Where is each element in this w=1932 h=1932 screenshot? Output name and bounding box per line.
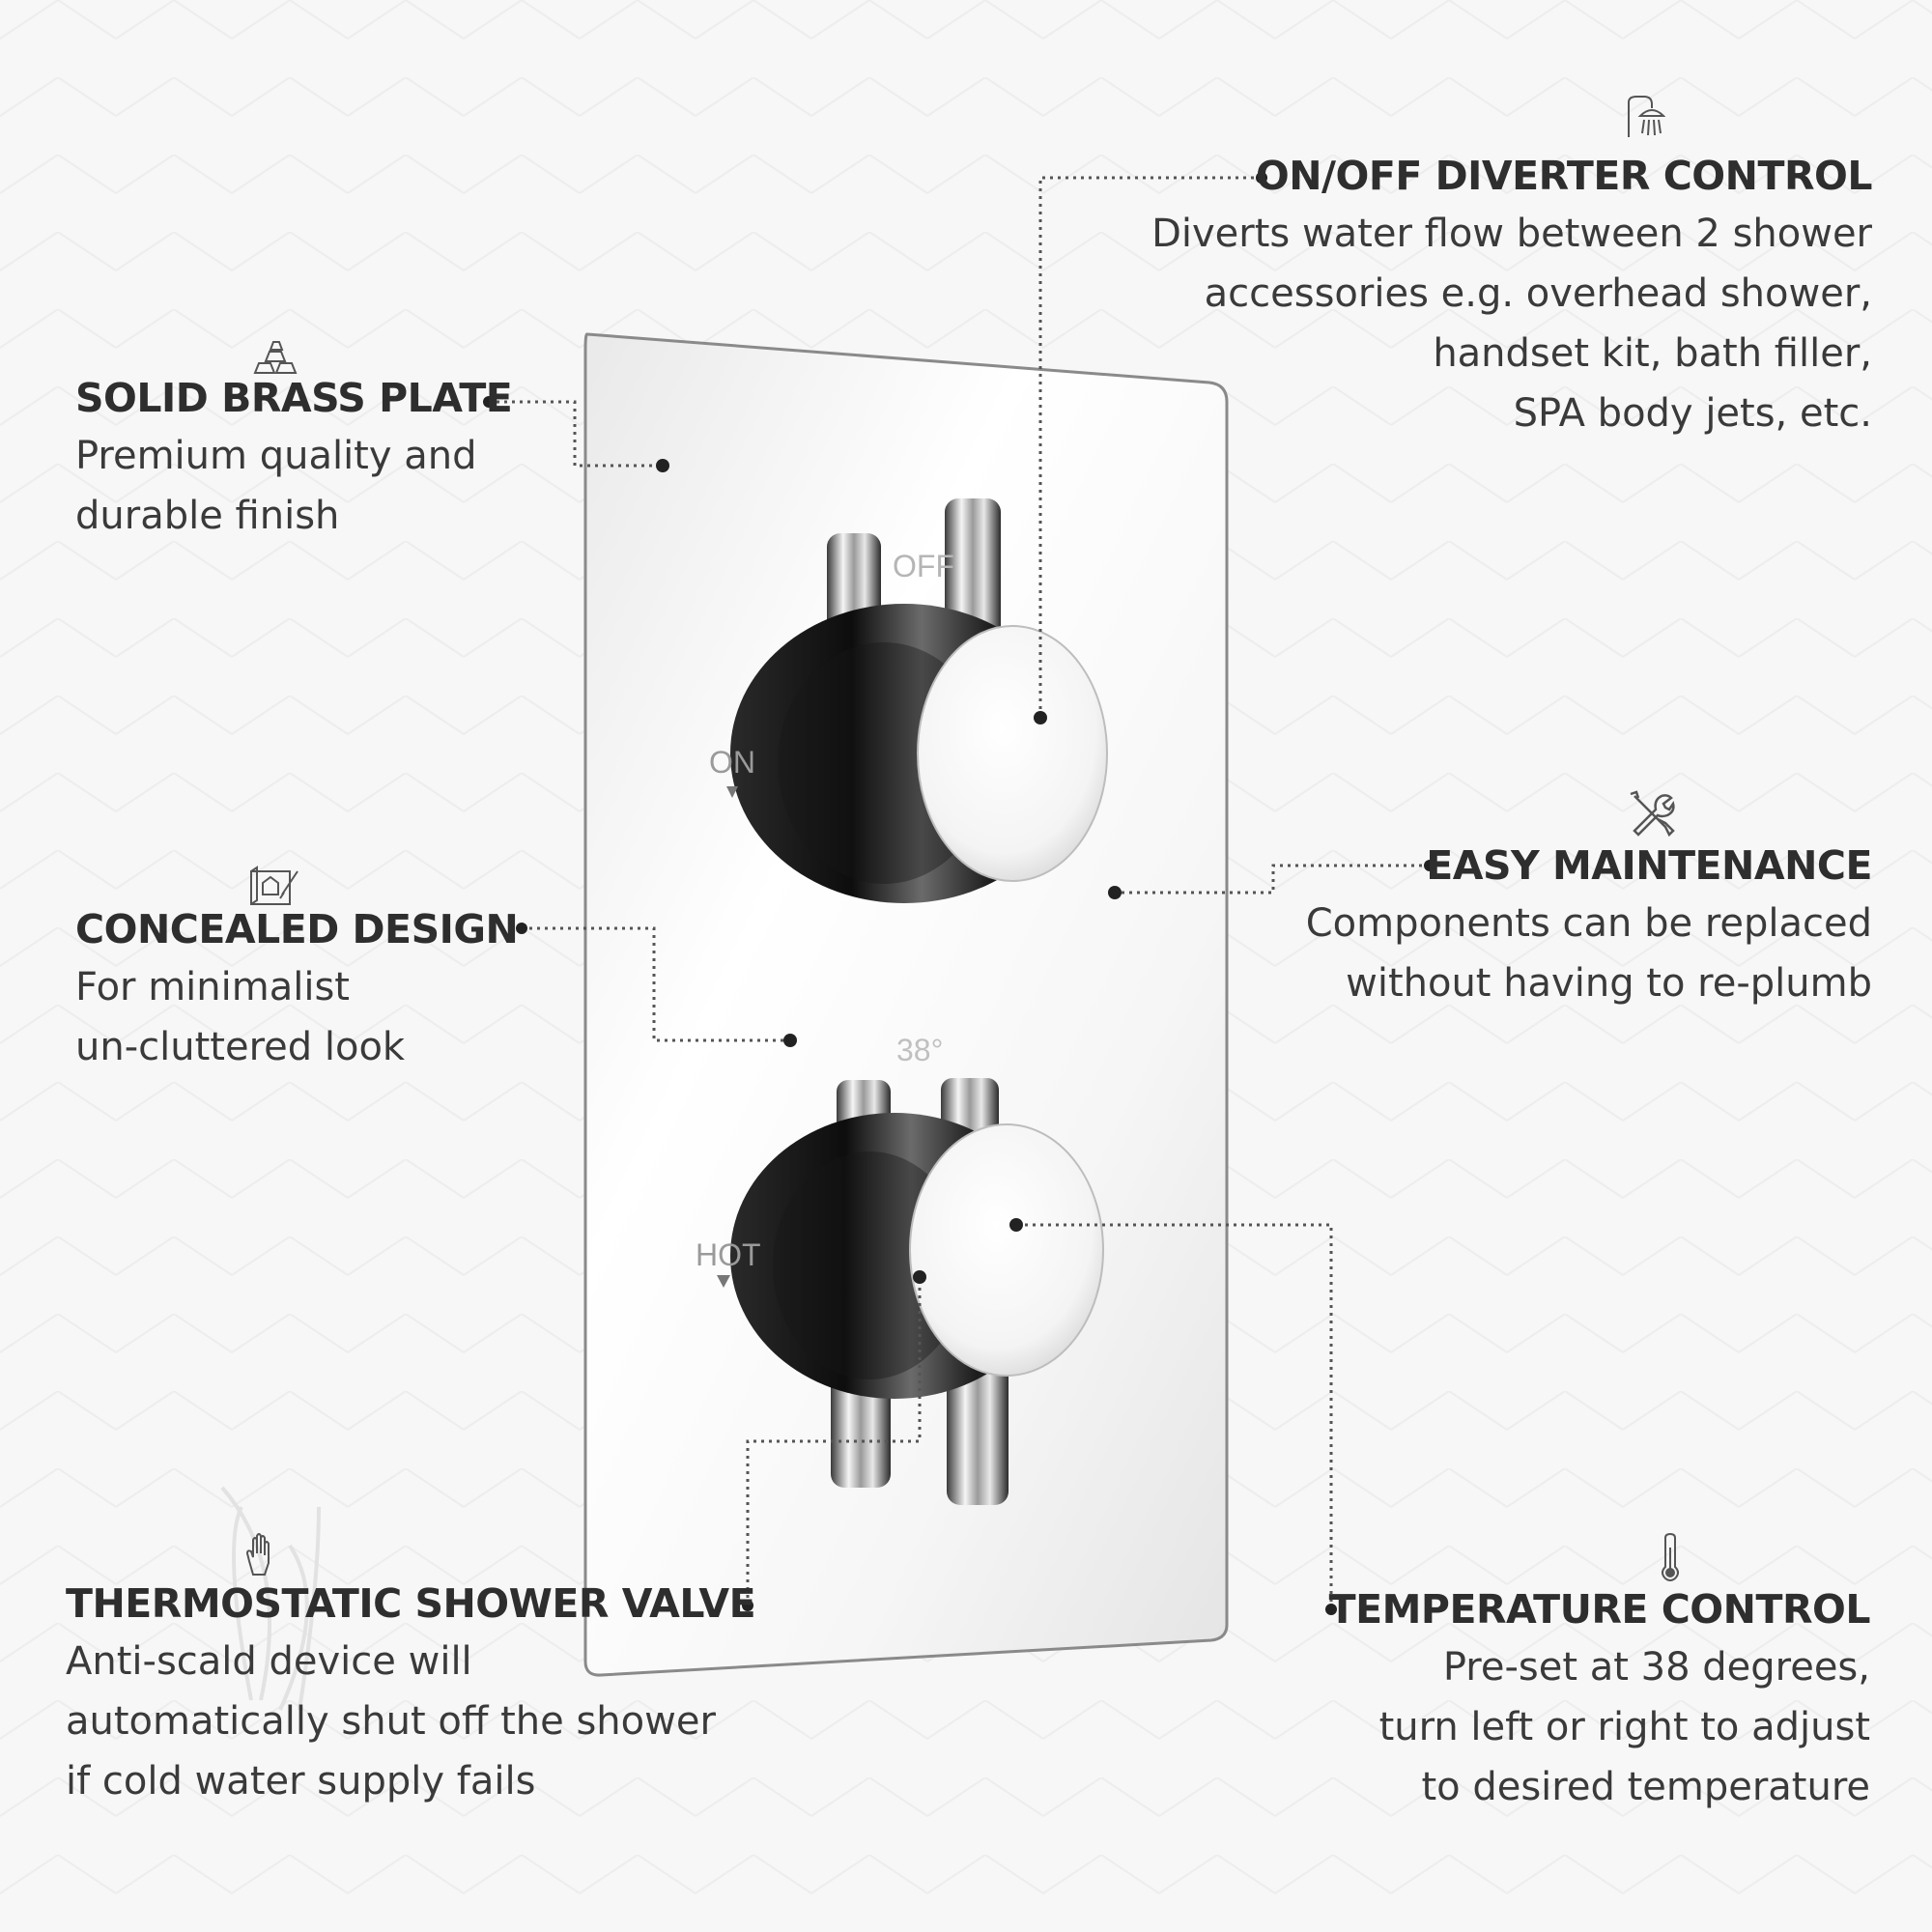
solid-brass-title: SOLID BRASS PLATE [75,375,513,421]
diverter-knob-face [917,625,1108,882]
hot-marking: HOT [696,1237,761,1272]
leader-maintenance [1115,864,1430,895]
leader-diverter [1038,176,1262,718]
diverter-desc-2: accessories e.g. overhead shower, [1204,271,1872,317]
thermometer-icon [1662,1532,1679,1581]
thermostatic-knob[interactable] [730,1078,1104,1505]
callout-temperature: TEMPERATURE CONTROL Pre-set at 38 degree… [1328,1586,1871,1817]
thermostatic-title: THERMOSTATIC SHOWER VALVE [66,1580,756,1627]
temp-marking: 38° [896,1033,943,1067]
thermostatic-knob-face [909,1123,1104,1377]
leader-thermostatic [746,1277,922,1605]
concealed-desc-1: For minimalist [75,965,350,1010]
gold-bars-icon [253,341,298,374]
thermostatic-desc-2: automatically shut off the shower [66,1699,716,1745]
concealed-desc-2: un-cluttered look [75,1025,406,1070]
off-marking: OFF [893,549,954,583]
temperature-desc-1: Pre-set at 38 degrees, [1442,1645,1870,1690]
maintenance-desc-2: without having to re-plumb [1346,961,1872,1007]
diverter-knob[interactable] [730,498,1108,903]
thermostatic-pin-bottom-right [947,1358,1009,1505]
callout-thermostatic: THERMOSTATIC SHOWER VALVE Anti-scald dev… [66,1580,756,1811]
temperature-desc-3: to desired temperature [1421,1765,1870,1810]
hot-arrow-icon [717,1275,730,1288]
hand-icon [245,1533,270,1576]
thermostatic-desc-3: if cold water supply fails [66,1759,536,1804]
leader-solid-brass [489,400,663,468]
on-marking: ON [709,745,755,780]
solid-brass-desc-2: durable finish [75,494,340,539]
shower-head-icon [1628,96,1665,137]
blueprint-icon [250,866,298,905]
maintenance-title: EASY MAINTENANCE [1426,842,1872,889]
background-plant [220,1486,321,1711]
diverter-title: ON/OFF DIVERTER CONTROL [1255,153,1873,199]
callout-concealed: CONCEALED DESIGN For minimalist un-clutt… [75,906,519,1077]
temperature-title: TEMPERATURE CONTROL [1328,1586,1871,1633]
leader-concealed [522,926,790,1042]
solid-brass-desc-1: Premium quality and [75,434,477,479]
callout-solid-brass: SOLID BRASS PLATE Premium quality and du… [75,375,513,546]
maintenance-desc-1: Components can be replaced [1305,901,1872,947]
on-arrow-icon [726,786,738,798]
diverter-desc-1: Diverts water flow between 2 shower [1151,212,1872,257]
callout-maintenance: EASY MAINTENANCE Components can be repla… [1305,842,1873,1013]
diverter-desc-3: handset kit, bath filler, [1433,331,1872,377]
diverter-desc-4: SPA body jets, etc. [1513,391,1872,437]
concealed-title: CONCEALED DESIGN [75,906,519,952]
wrench-screwdriver-icon [1630,790,1675,837]
callout-diverter: ON/OFF DIVERTER CONTROL Diverts water fl… [1151,153,1872,443]
temperature-desc-2: turn left or right to adjust [1378,1705,1870,1750]
thermostatic-desc-1: Anti-scald device will [66,1639,472,1685]
valve-plate [583,332,1229,1677]
